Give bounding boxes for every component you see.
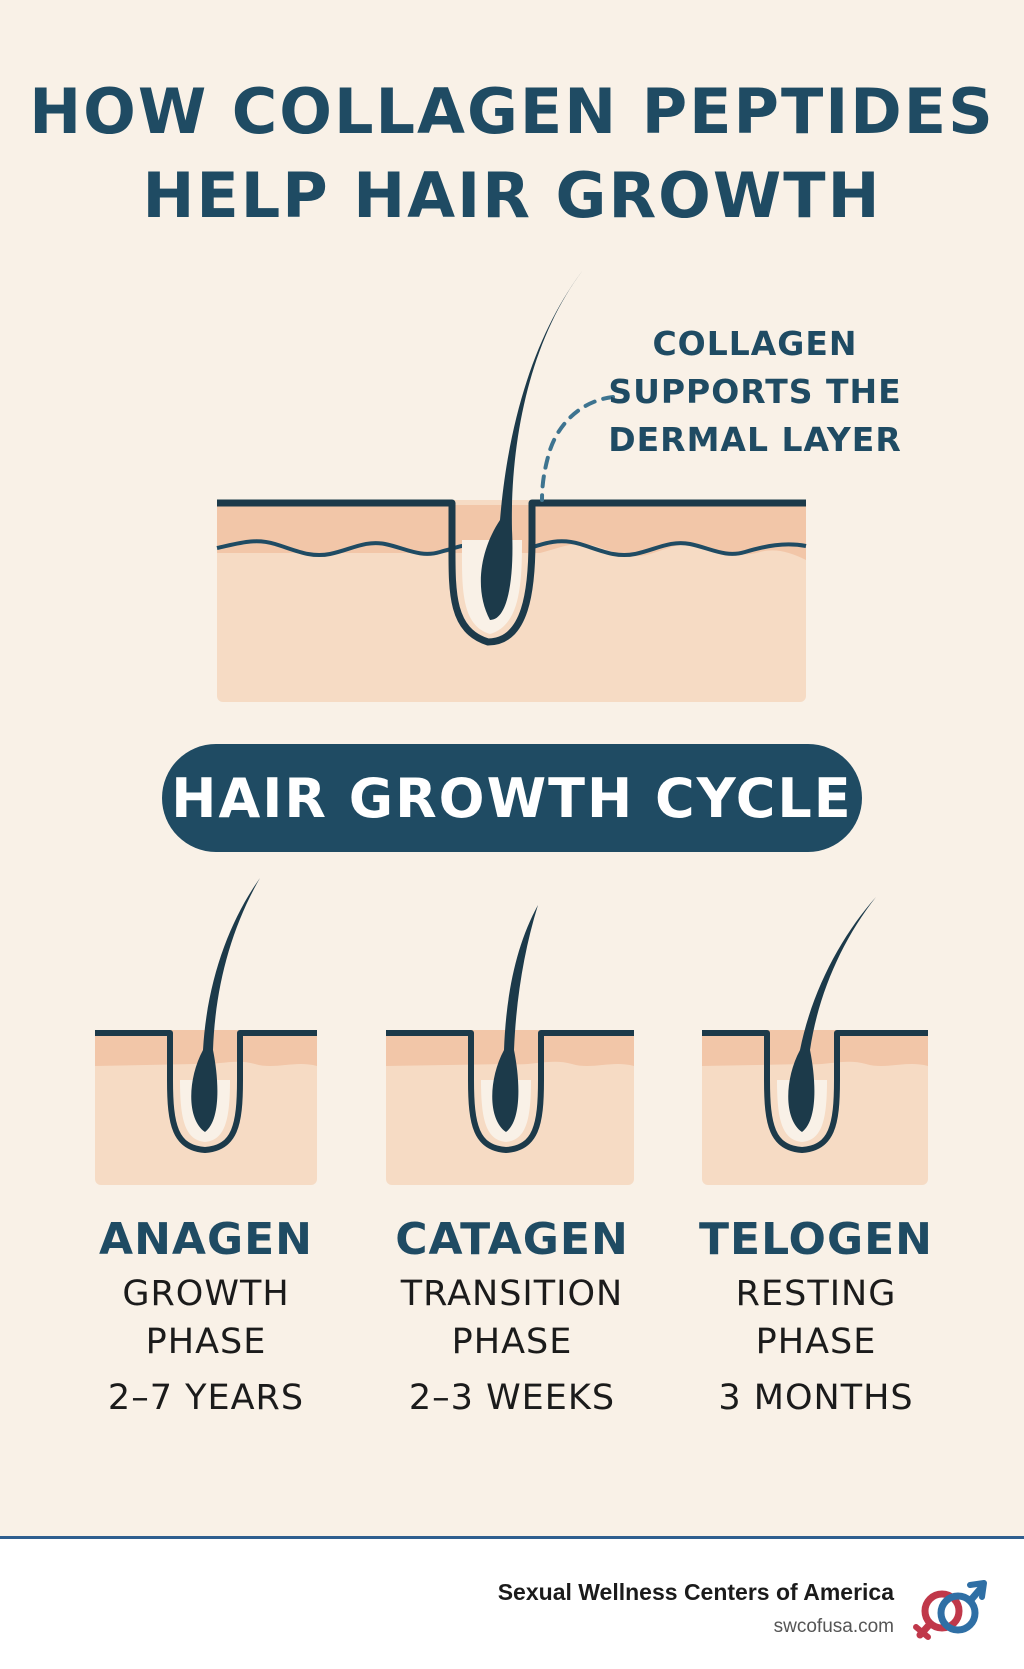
footer: Sexual Wellness Centers of America swcof… <box>0 1536 1024 1669</box>
phase-telogen: TELOGEN RESTING PHASE 3 MONTHS <box>666 1212 966 1422</box>
anagen-skin-surface <box>95 1030 317 1153</box>
telogen-epidermis <box>702 1030 928 1066</box>
illustration-canvas <box>95 270 928 1185</box>
callout-line-2: SUPPORTS THE <box>608 372 902 411</box>
phase-description-line-2: PHASE <box>755 1322 877 1362</box>
phase-name: TELOGEN <box>699 1214 933 1265</box>
title-line-1: HOW COLLAGEN PEPTIDES <box>29 75 995 148</box>
large-hair-strand <box>480 270 583 620</box>
phase-description-line-2: PHASE <box>451 1322 573 1362</box>
telogen-skin-surface <box>702 1030 928 1153</box>
collagen-callout: COLLAGEN SUPPORTS THE DERMAL LAYER <box>600 320 910 464</box>
brand-url-link[interactable]: swcofusa.com <box>773 1616 894 1637</box>
telogen-hair-strand <box>788 897 876 1132</box>
dermal-line-left <box>216 539 471 557</box>
catagen-skin-diagram <box>386 905 634 1185</box>
phase-duration: 3 MONTHS <box>718 1378 914 1418</box>
brand-name: Sexual Wellness Centers of America <box>497 1579 894 1605</box>
anagen-skin-diagram <box>95 878 317 1185</box>
skin-surface-line <box>217 499 806 646</box>
phase-description-line-2: PHASE <box>145 1322 267 1362</box>
phase-description: RESTING PHASE <box>666 1270 966 1366</box>
phase-description-line-1: RESTING <box>735 1274 897 1314</box>
large-skin-diagram <box>216 270 807 702</box>
phase-catagen: CATAGEN TRANSITION PHASE 2–3 WEEKS <box>362 1212 662 1422</box>
dermal-line-right <box>529 539 807 557</box>
phase-duration: 2–3 WEEKS <box>408 1378 616 1418</box>
title-line-2: HELP HAIR GROWTH <box>142 159 882 232</box>
phase-description-line-1: GROWTH <box>122 1274 290 1314</box>
phase-anagen: ANAGEN GROWTH PHASE 2–7 YEARS <box>56 1212 356 1422</box>
callout-line-1: COLLAGEN <box>652 324 858 363</box>
page-title: HOW COLLAGEN PEPTIDES HELP HAIR GROWTH <box>0 70 1024 238</box>
phase-name: ANAGEN <box>99 1214 313 1265</box>
phase-description-line-1: TRANSITION <box>400 1274 624 1314</box>
anagen-hair-strand <box>191 878 260 1132</box>
catagen-skin-surface <box>386 1030 634 1153</box>
phase-duration: 2–7 YEARS <box>107 1378 305 1418</box>
phase-description: TRANSITION PHASE <box>362 1270 662 1366</box>
catagen-hair-strand <box>492 905 538 1132</box>
cycle-banner: HAIR GROWTH CYCLE <box>162 744 862 852</box>
callout-dashed-pointer <box>540 395 615 502</box>
telogen-skin-diagram <box>702 897 928 1185</box>
phase-name: CATAGEN <box>395 1214 629 1265</box>
callout-line-3: DERMAL LAYER <box>608 420 902 459</box>
cycle-banner-label: HAIR GROWTH CYCLE <box>171 766 853 830</box>
gender-symbols-icon <box>913 1580 987 1640</box>
phase-description: GROWTH PHASE <box>56 1270 356 1366</box>
